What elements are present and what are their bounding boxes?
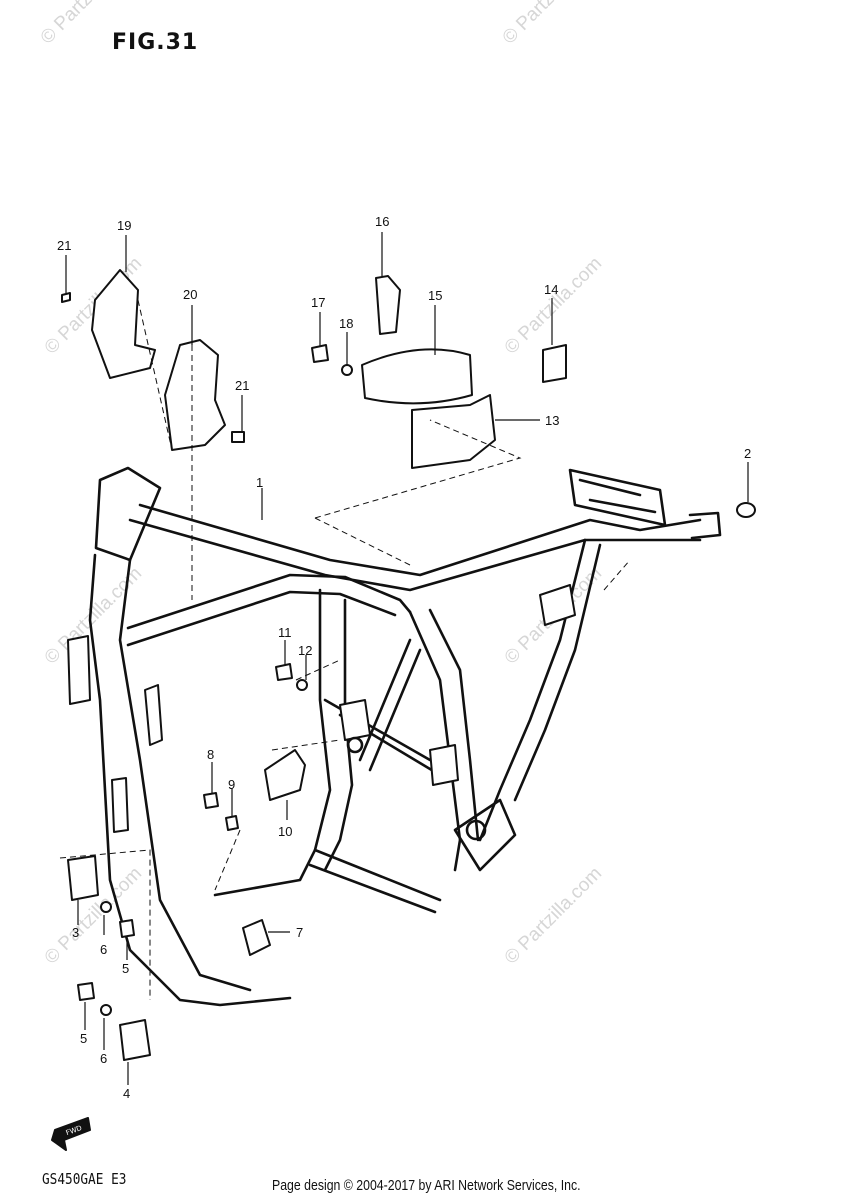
part-2-grommet — [736, 502, 756, 518]
watermark-4: © Partzilla.com — [501, 253, 606, 358]
footer-copyright: Page design © 2004-2017 by ARI Network S… — [272, 1177, 581, 1194]
figure-title: FIG.31 — [112, 30, 199, 55]
assembly-lines — [59, 299, 631, 1000]
part-15-box — [361, 348, 473, 405]
callout-15: 15 — [428, 288, 442, 303]
callout-5b: 5 — [80, 1031, 87, 1046]
part-10-plate — [264, 749, 306, 801]
callout-3: 3 — [72, 925, 79, 940]
callout-4: 4 — [123, 1086, 130, 1101]
watermark-2: © Partzilla.com — [499, 0, 604, 49]
part-20-cover — [164, 339, 226, 451]
callout-9: 9 — [228, 777, 235, 792]
callout-13: 13 — [545, 413, 559, 428]
callout-5a: 5 — [122, 961, 129, 976]
callout-6b: 6 — [100, 1051, 107, 1066]
part-7-bracket — [242, 919, 271, 956]
callout-21a: 21 — [57, 238, 71, 253]
callout-19: 19 — [117, 218, 131, 233]
part-14-plate — [542, 344, 567, 383]
model-code: GS450GAE E3 — [42, 1170, 127, 1188]
watermark-1: © Partzilla.com — [37, 0, 142, 49]
callout-11: 11 — [278, 625, 292, 640]
callout-18: 18 — [339, 316, 353, 331]
callout-8: 8 — [207, 747, 214, 762]
callout-20: 20 — [183, 287, 197, 302]
part-4-plate — [119, 1019, 151, 1061]
part-13-tray — [411, 394, 496, 469]
callout-6a: 6 — [100, 942, 107, 957]
motorcycle-frame — [67, 466, 722, 1007]
callout-21b: 21 — [235, 378, 249, 393]
callout-16: 16 — [375, 214, 389, 229]
part-19-bracket — [91, 269, 156, 379]
part-16-strap — [375, 275, 401, 335]
callout-7: 7 — [296, 925, 303, 940]
fwd-arrow-icon: FWD — [51, 1117, 91, 1151]
callout-12: 12 — [298, 643, 312, 658]
callout-17: 17 — [311, 295, 325, 310]
callout-2: 2 — [744, 446, 751, 461]
callout-10: 10 — [278, 824, 292, 839]
callout-labels: 1 2 3 4 5 5 6 6 7 8 9 10 11 12 13 14 15 … — [57, 214, 751, 1101]
watermark-8: © Partzilla.com — [501, 863, 606, 968]
callout-14: 14 — [544, 282, 558, 297]
parts — [61, 269, 756, 1061]
callout-1: 1 — [256, 475, 263, 490]
leader-lines — [65, 232, 749, 1085]
part-3-plate — [67, 855, 99, 901]
